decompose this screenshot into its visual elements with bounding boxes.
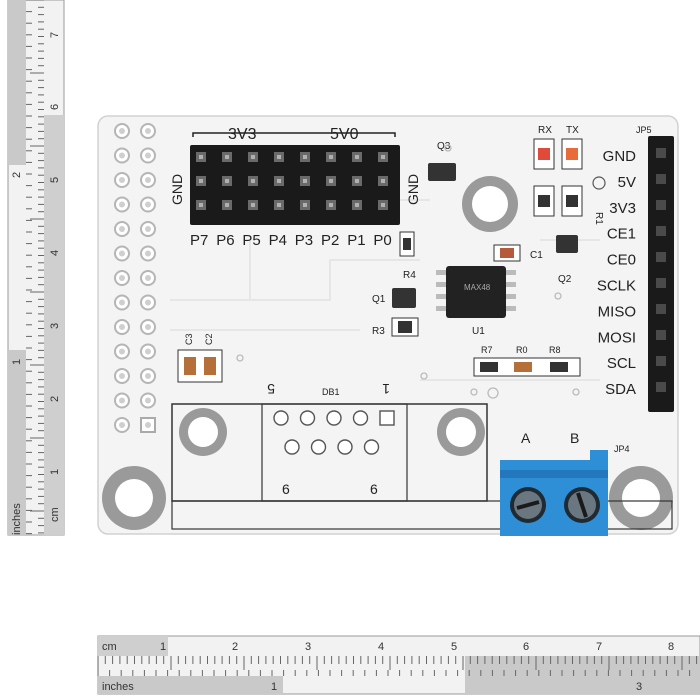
pin-label-scl: SCL — [607, 355, 636, 372]
label-3v3: 3V3 — [228, 126, 257, 143]
port-label-p6: P6 — [216, 232, 234, 249]
bottom-cm-tick-1: 1 — [160, 641, 166, 653]
label-rx: RX — [538, 125, 552, 136]
chip-marking: MAX48 — [464, 283, 491, 292]
left-cm-tick-1: 1 — [49, 469, 61, 475]
label-r1: R1 — [593, 212, 604, 225]
pin-label-3v3: 3V3 — [609, 200, 636, 217]
pin-label-ce1: CE1 — [607, 226, 636, 243]
terminal-label-b: B — [570, 430, 579, 446]
db-pin-6a: 6 — [282, 481, 290, 497]
port-label-p7: P7 — [190, 232, 208, 249]
port-label-p3: P3 — [295, 232, 313, 249]
label-c1: C1 — [530, 250, 543, 261]
bottom-inch-label: inches — [102, 681, 134, 693]
port-label-p4: P4 — [269, 232, 287, 249]
pin-label-sda: SDA — [605, 381, 636, 398]
db-pin-6b: 6 — [370, 481, 378, 497]
pin-label-miso: MISO — [598, 303, 636, 320]
q2-transistor — [556, 235, 578, 253]
label-gnd-left: GND — [169, 174, 185, 205]
bottom-inch-tick-1: 1 — [271, 681, 277, 693]
left-cm-tick-2: 2 — [49, 396, 61, 402]
pin-label-gnd: GND — [603, 148, 637, 165]
bottom-cm-tick-2: 2 — [232, 641, 238, 653]
port-label-p0: P0 — [373, 232, 391, 249]
port-label-p5: P5 — [242, 232, 260, 249]
bottom-ruler: cm inches 1 2 3 4 5 6 7 8 1 3 — [97, 635, 700, 695]
left-cm-label: cm — [49, 507, 61, 522]
left-inch-tick-1: 1 — [11, 359, 23, 365]
label-r3: R3 — [372, 326, 385, 337]
left-cm-tick-7: 7 — [49, 32, 61, 38]
pin-header — [190, 145, 400, 225]
left-inch-label: inches — [11, 503, 23, 535]
pin-label-ce0: CE0 — [607, 252, 636, 269]
label-jp4: JP4 — [614, 444, 630, 454]
label-jp5: JP5 — [636, 125, 652, 135]
left-ruler: cm inches 7 6 5 4 3 2 1 2 1 — [7, 0, 65, 536]
bottom-cm-tick-4: 4 — [378, 641, 384, 653]
bottom-cm-tick-7: 7 — [596, 641, 602, 653]
left-gpio-header — [114, 123, 156, 433]
left-cm-tick-4: 4 — [49, 250, 61, 256]
label-r8: R8 — [549, 345, 561, 355]
terminal-label-a: A — [521, 430, 531, 446]
label-r7: R7 — [481, 345, 493, 355]
pin-label-5v: 5V — [618, 174, 636, 191]
label-tx: TX — [566, 125, 579, 136]
pcb-board: 3V3 5V0 GND GND P7 P6 P5 P4 P3 P2 P1 P0 Q3 RX T… — [97, 115, 679, 536]
pin-label-mosi: MOSI — [598, 329, 636, 346]
label-c2: C2 — [204, 333, 214, 345]
bottom-cm-tick-6: 6 — [523, 641, 529, 653]
u1-chip — [446, 266, 506, 318]
port-label-p1: P1 — [347, 232, 365, 249]
bottom-cm-tick-8: 8 — [668, 641, 674, 653]
label-db1: DB1 — [322, 387, 340, 397]
rx-led — [538, 148, 550, 160]
label-gnd-right: GND — [405, 174, 421, 205]
label-5v0: 5V0 — [330, 126, 359, 143]
left-cm-tick-5: 5 — [49, 177, 61, 183]
q1-transistor — [392, 288, 416, 308]
label-q2: Q2 — [558, 274, 572, 285]
db-pin-5: 5 — [267, 381, 275, 397]
bottom-cm-tick-5: 5 — [451, 641, 457, 653]
left-cm-tick-3: 3 — [49, 323, 61, 329]
bottom-cm-label: cm — [102, 641, 117, 653]
jp5-header — [648, 136, 674, 412]
tx-led — [566, 148, 578, 160]
label-q1: Q1 — [372, 294, 386, 305]
port-label-p2: P2 — [321, 232, 339, 249]
pin-label-sclk: SCLK — [597, 278, 636, 295]
label-r4: R4 — [403, 270, 416, 281]
label-u1: U1 — [472, 326, 485, 337]
label-r0: R0 — [516, 345, 528, 355]
label-c3: C3 — [184, 333, 194, 345]
db-pin-1: 1 — [382, 381, 390, 397]
left-cm-tick-6: 6 — [49, 104, 61, 110]
label-q3: Q3 — [437, 141, 451, 152]
bottom-inch-tick-3: 3 — [636, 681, 642, 693]
left-inch-tick-2: 2 — [11, 172, 23, 178]
q3-transistor — [428, 163, 456, 181]
bottom-cm-tick-3: 3 — [305, 641, 311, 653]
